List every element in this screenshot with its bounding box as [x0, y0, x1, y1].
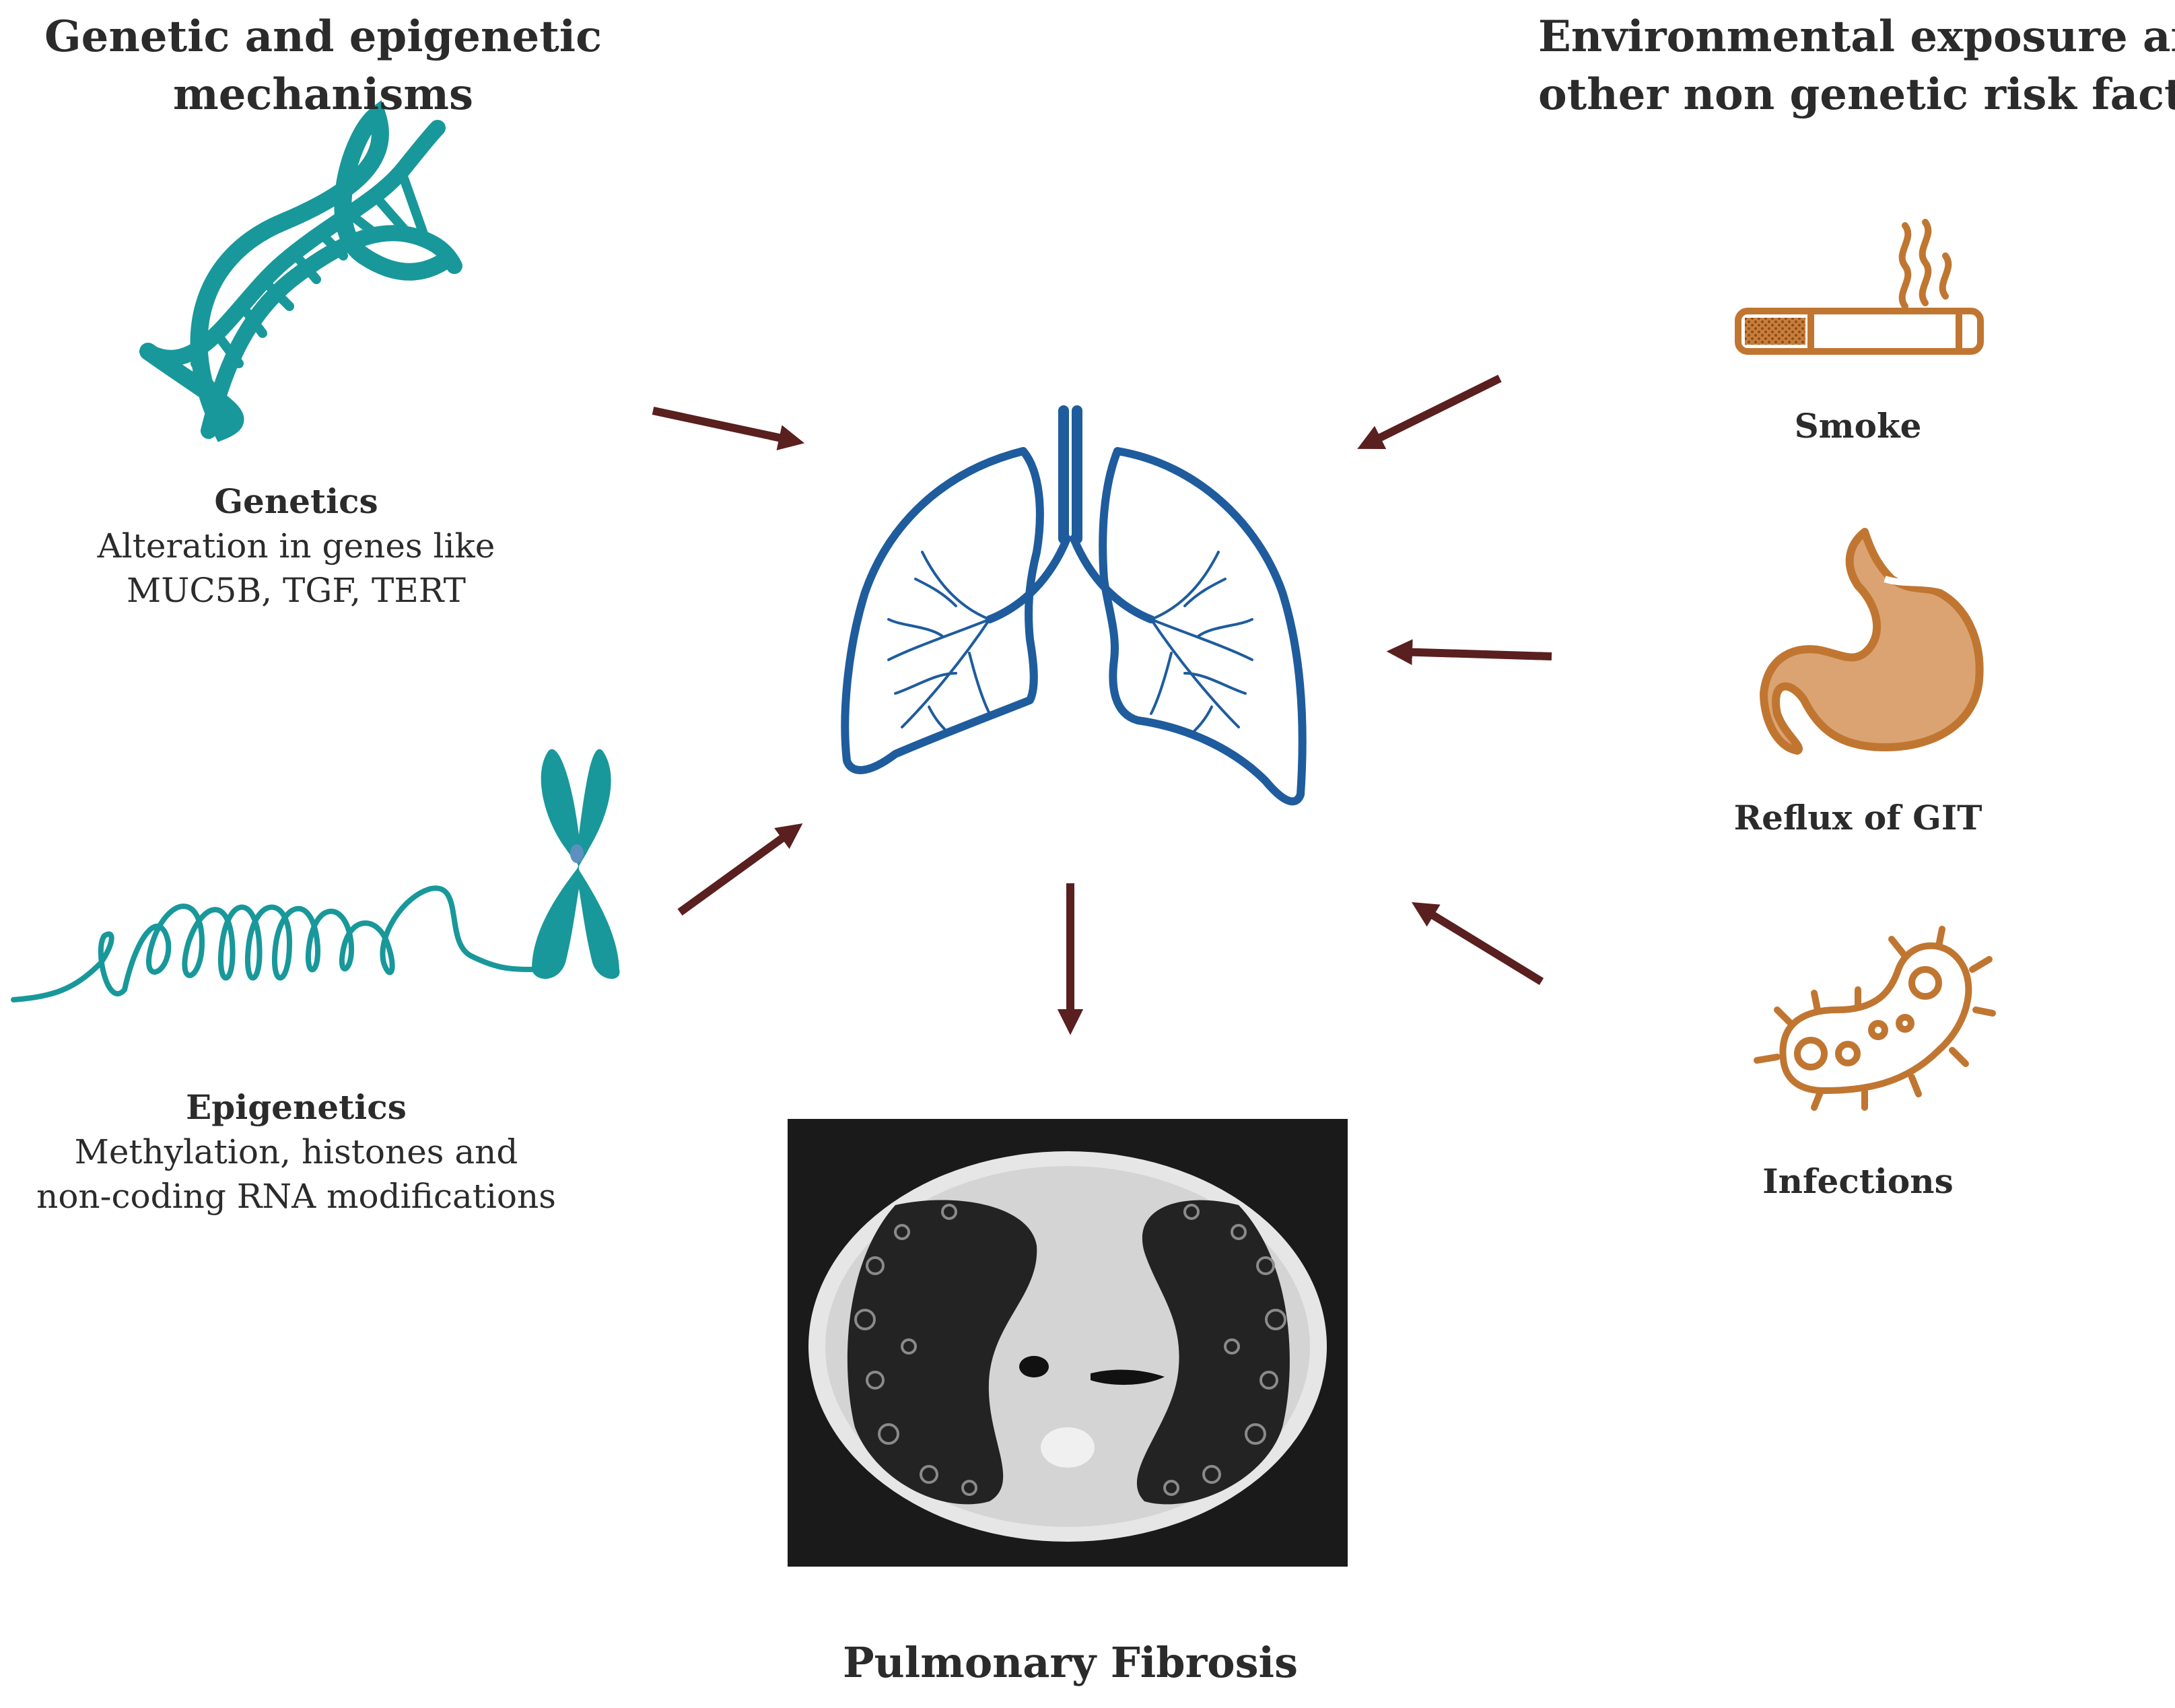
trachea: [1058, 405, 1082, 544]
smoke-wisps: [1898, 219, 1952, 310]
arrow-epigenetics-to-lungs: [677, 823, 803, 916]
arrows: [652, 374, 1552, 1035]
arrow-infections-to-lungs: [1411, 901, 1544, 986]
epigenetics-line-1: Methylation, histones and: [74, 1132, 518, 1171]
chromatin-strand: [11, 885, 541, 1002]
left-panel-heading: Genetic and epigenetic mechanisms: [40, 8, 606, 124]
genetics-line-2: MUC5B, TGF, TERT: [127, 571, 466, 610]
chromosome: [532, 749, 620, 979]
outcome-title: Pulmonary Fibrosis: [842, 1638, 1299, 1687]
genetics-label: Genetics Alteration in genes like MUC5B,…: [27, 479, 565, 613]
genetics-title: Genetics: [214, 481, 378, 521]
dna-double-helix-icon: [139, 100, 462, 442]
epigenetics-label: Epigenetics Methylation, histones and no…: [13, 1085, 579, 1219]
right-panel-heading: Environmental exposure and other non gen…: [1538, 8, 2175, 124]
left-heading-line-2: mechanisms: [172, 69, 474, 120]
right-lung-outline: [1099, 447, 1307, 806]
smoke-label: Smoke: [1794, 406, 1922, 446]
reflux-label: Reflux of GIT: [1733, 798, 1982, 838]
stomach-icon: [1760, 528, 1984, 755]
left-lung-outline: [841, 447, 1044, 774]
cigarette-icon: [1735, 219, 1984, 355]
right-heading-line-1: Environmental exposure and: [1538, 11, 2175, 62]
arrow-smoke-to-lungs: [1357, 374, 1502, 449]
bronchi: [986, 535, 1155, 623]
honeycombing-texture: [854, 1204, 1286, 1496]
left-heading-line-1: Genetic and epigenetic: [44, 11, 602, 62]
lungs-icon: [841, 405, 1307, 806]
ct-scan-chest-image: [788, 1119, 1348, 1567]
bronchioles: [887, 551, 1253, 735]
arrow-genetics-to-lungs: [652, 407, 805, 450]
right-lung-field: [1136, 1200, 1290, 1505]
arrow-reflux-to-lungs: [1386, 639, 1552, 665]
bacteria-icon: [1754, 926, 1996, 1111]
chromosome-chromatin-icon: [11, 749, 620, 1002]
epigenetics-line-2: non-coding RNA modifications: [36, 1177, 556, 1216]
infections-label: Infections: [1762, 1161, 1954, 1201]
genetics-line-1: Alteration in genes like: [97, 526, 495, 566]
epigenetics-title: Epigenetics: [186, 1087, 407, 1127]
right-heading-line-2: other non genetic risk factors: [1538, 69, 2175, 120]
